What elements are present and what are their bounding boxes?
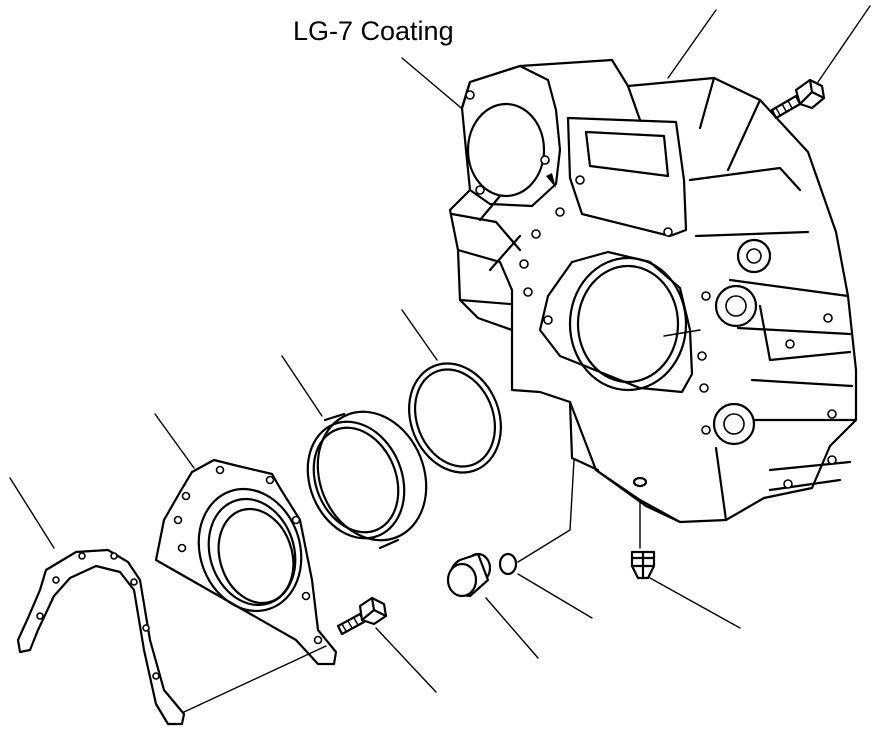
drain-plug — [630, 550, 656, 580]
leader-adapter — [281, 355, 323, 417]
leader-top-bolt — [817, 5, 871, 83]
flywheel-housing — [448, 58, 858, 524]
leader-seal-cover — [154, 413, 195, 469]
leader-bolt — [375, 627, 437, 693]
coating-callout-label: LG-7 Coating — [293, 16, 454, 46]
leader-plug-ring — [517, 573, 593, 619]
plug-ring — [498, 552, 518, 576]
leader-drain-plug — [649, 577, 741, 629]
leader-housing — [667, 9, 717, 79]
leader-gasket — [9, 477, 55, 549]
top-bolt — [770, 78, 826, 120]
cover-bolt — [336, 596, 388, 636]
leader-o-ring — [401, 309, 438, 361]
assembly-lines — [183, 329, 701, 713]
leader-plug — [485, 597, 539, 659]
o-ring — [408, 362, 502, 474]
rear-seal-cover — [154, 458, 338, 666]
plug — [446, 552, 492, 598]
gasket — [16, 548, 186, 726]
adapter-ring — [306, 410, 428, 550]
